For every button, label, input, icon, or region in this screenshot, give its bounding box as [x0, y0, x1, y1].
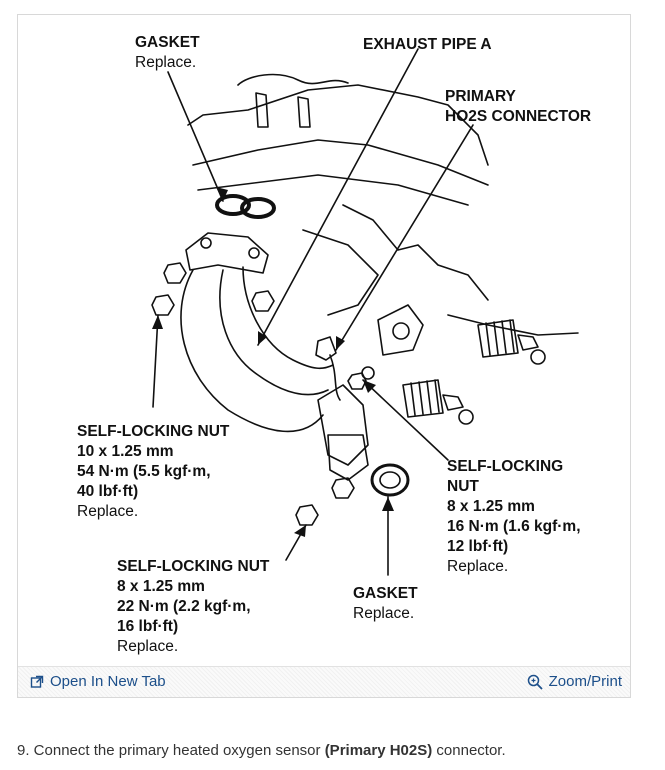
nut-flange-bottom	[331, 477, 355, 499]
h02s-sensor	[315, 336, 337, 361]
stud-left	[255, 92, 269, 128]
label-nut-bottom: SELF-LOCKING NUT 8 x 1.25 mm 22 N·m (2.2…	[117, 558, 270, 655]
stud-right	[297, 96, 311, 128]
leader-exhaust-pipe	[257, 48, 419, 346]
exhaust-diagram	[151, 48, 579, 576]
label-gasket-bottom: GASKET Replace.	[353, 585, 418, 622]
engine-block-outline	[187, 84, 489, 166]
open-in-new-tab-label: Open In New Tab	[50, 673, 166, 690]
flange-right	[377, 304, 424, 356]
step-emphasis: (Primary H02S)	[324, 742, 433, 759]
diagram-frame: GASKET Replace. EXHAUST PIPE A PRIMARY H…	[17, 14, 631, 698]
pipe-lower-flange	[317, 384, 369, 466]
zoom-icon	[527, 674, 543, 690]
gasket-bottom-shape	[370, 463, 410, 497]
label-exhaust-pipe: EXHAUST PIPE A	[363, 36, 492, 53]
step-suffix: connector.	[432, 742, 506, 759]
nut-flange-right	[251, 290, 275, 312]
zoom-print-label: Zoom/Print	[548, 673, 622, 690]
leader-h02s	[335, 124, 474, 351]
nut-bottom	[295, 504, 319, 526]
open-in-new-tab-button[interactable]: Open In New Tab	[30, 673, 166, 690]
instruction-step: 9. Connect the primary heated oxygen sen…	[17, 742, 506, 759]
leader-nut-right	[362, 379, 449, 461]
leader-gasket-top	[167, 71, 224, 202]
label-nut-right: SELF-LOCKING NUT 8 x 1.25 mm 16 N·m (1.6…	[447, 458, 581, 575]
image-toolbar: Open In New Tab Zoom/Print	[18, 666, 630, 697]
label-gasket-top: GASKET Replace.	[135, 34, 200, 71]
gasket-top-shape-1	[215, 194, 251, 216]
pipe-tube-inner	[219, 269, 329, 396]
nut-left-upper	[163, 262, 187, 284]
zoom-print-button[interactable]: Zoom/Print	[527, 673, 622, 690]
open-tab-icon	[30, 675, 44, 689]
pipe-flange	[185, 232, 269, 274]
label-h02s-connector: PRIMARY HO2S CONNECTOR	[445, 88, 592, 125]
nut-left-lower	[151, 294, 175, 316]
label-nut-left: SELF-LOCKING NUT 10 x 1.25 mm 54 N·m (5.…	[77, 423, 230, 520]
leader-nut-left	[152, 314, 159, 408]
gasket-top-shape-2	[240, 197, 276, 219]
step-prefix: 9. Connect the primary heated oxygen sen…	[17, 742, 325, 759]
spring-bolt-upper	[477, 319, 546, 365]
pipe-tube-outer	[180, 269, 324, 433]
spring-bolt-lower	[402, 379, 474, 425]
